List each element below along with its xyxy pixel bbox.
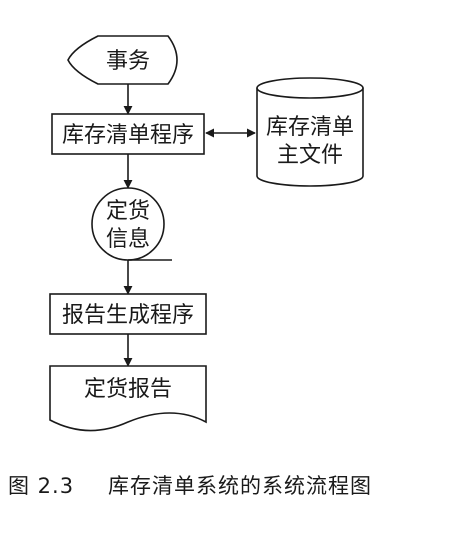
inventory-program-node: 库存清单程序 bbox=[51, 113, 205, 155]
report-program-label: 报告生成程序 bbox=[62, 303, 194, 328]
order-report-label: 定货报告 bbox=[84, 377, 172, 402]
master-file-label-line-1: 库存清单 bbox=[266, 115, 354, 140]
order-info-node: 定货 信息 bbox=[91, 187, 172, 261]
order-report-node: 定货报告 bbox=[49, 365, 207, 432]
figure-caption: 图 2.3 库存清单系统的系统流程图 bbox=[8, 474, 372, 498]
master-file-label-line-2: 主文件 bbox=[277, 143, 343, 168]
master-file-node: 库存清单 主文件 bbox=[256, 77, 364, 187]
order-info-label-line-2: 信息 bbox=[106, 227, 150, 252]
inventory-program-label: 库存清单程序 bbox=[62, 123, 194, 148]
transaction-node: 事务 bbox=[67, 35, 178, 85]
transaction-label: 事务 bbox=[106, 49, 150, 74]
figure-number: 图 2.3 bbox=[8, 474, 74, 498]
order-info-label-line-1: 定货 bbox=[106, 199, 150, 224]
report-program-node: 报告生成程序 bbox=[49, 293, 207, 335]
figure-title: 库存清单系统的系统流程图 bbox=[108, 474, 372, 498]
